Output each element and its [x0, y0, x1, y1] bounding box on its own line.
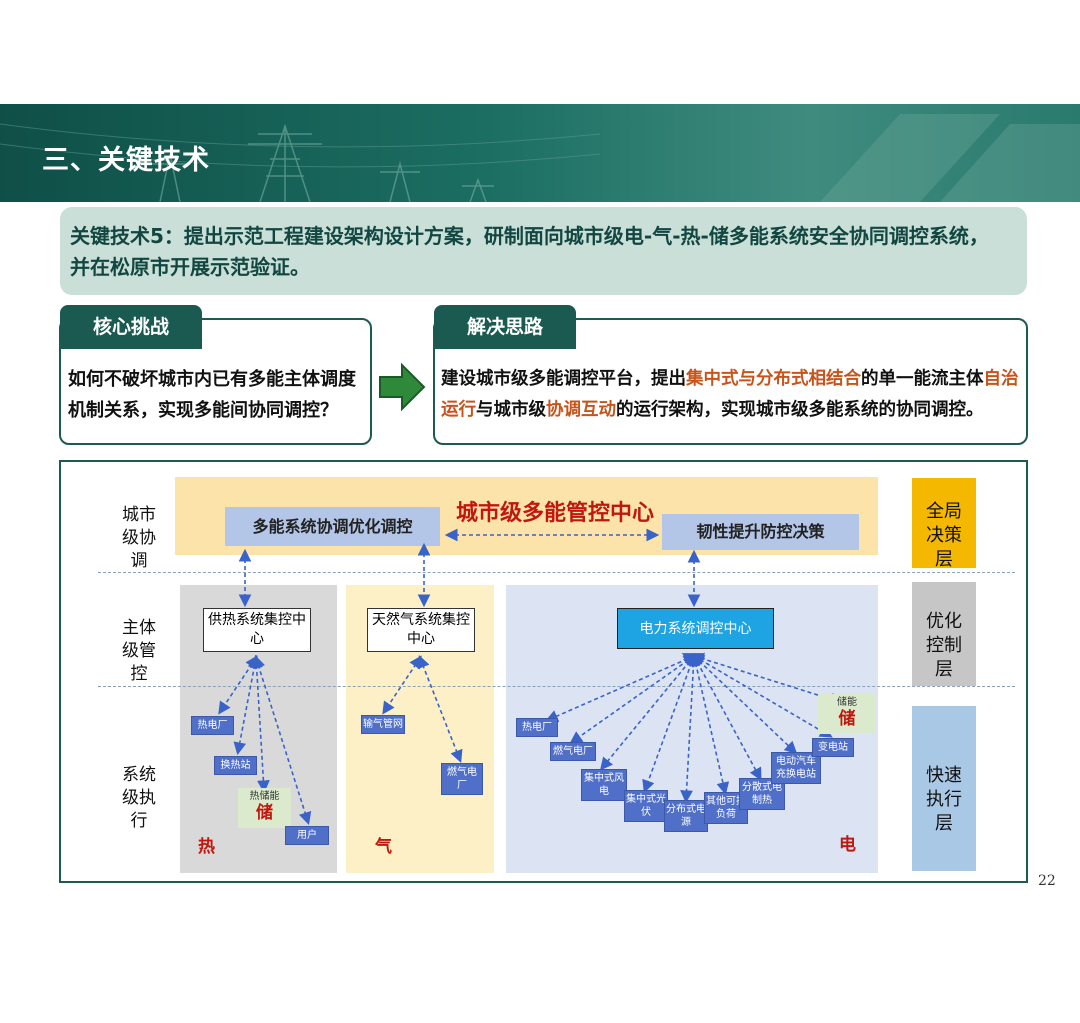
- row-label-city-text: 城市级协调: [122, 505, 156, 571]
- solution-highlight-2: 自治运行: [441, 369, 1019, 420]
- row-label-entity-text: 主体级管控: [122, 618, 156, 684]
- header-band: [0, 104, 1080, 202]
- green-arrow-icon: [379, 362, 426, 412]
- challenge-text: 如何不破坏城市内已有多能主体调度机制关系，实现多能间协同调控？: [68, 369, 356, 421]
- banner-line-1: 关键技术5：提出示范工程建设架构设计方案，研制面向城市级电-气-热-储多能系统安…: [70, 224, 989, 248]
- separator-1: [98, 572, 1015, 573]
- solution-text: 建设城市级多能调控平台，提出集中式与分布式相结合的单一能流主体自治运行与城市级协…: [441, 364, 1026, 426]
- power-control-center: 电力系统调控中心: [617, 608, 774, 649]
- power-node-wind: 集中式风电: [581, 769, 627, 801]
- heat-label: 热: [198, 837, 215, 857]
- layer-global-decision: 全局决策层: [912, 478, 976, 570]
- layer-optimization-control-text: 优化控制层: [926, 611, 962, 680]
- layer-global-decision-text: 全局决策层: [926, 501, 962, 570]
- power-node-gas-plant: 燃气电厂: [550, 742, 596, 761]
- heat-control-center: 供热系统集控中心: [203, 608, 311, 652]
- heat-node-exchange-station: 换热站: [214, 756, 257, 775]
- city-center-title: 城市级多能管控中心: [456, 501, 655, 526]
- heat-node-chp: 热电厂: [191, 716, 234, 735]
- power-node-pv: 集中式光伏: [624, 790, 668, 822]
- row-label-system-text: 系统级执行: [122, 765, 156, 831]
- page-number: 22: [1038, 873, 1056, 889]
- gas-label: 气: [375, 837, 392, 857]
- row-label-entity: 主体级管控: [100, 617, 178, 686]
- layer-optimization-control: 优化控制层: [912, 582, 976, 686]
- solution-tab: 解决思路: [434, 305, 576, 349]
- resilience-decision-box: 韧性提升防控决策: [662, 514, 859, 550]
- power-node-substation: 变电站: [812, 738, 854, 757]
- gas-node-pipeline: 输气管网: [361, 715, 405, 734]
- heat-storage-caption: 热储能: [249, 791, 280, 802]
- coordination-optimization-box: 多能系统协调优化调控: [225, 507, 440, 546]
- row-label-city: 城市级协调: [100, 504, 178, 573]
- power-storage: 储能 储: [818, 694, 876, 734]
- challenge-tab: 核心挑战: [60, 305, 202, 349]
- banner-line-2: 并在松原市开展示范验证。: [70, 255, 310, 279]
- solution-part-2: 的单一能流主体: [861, 369, 984, 389]
- layer-fast-execution-text: 快速执行层: [926, 765, 962, 834]
- key-tech-banner: 关键技术5：提出示范工程建设架构设计方案，研制面向城市级电-气-热-储多能系统安…: [60, 207, 1027, 295]
- gas-control-center: 天然气系统集控中心: [367, 608, 475, 652]
- power-node-distributed: 分布式电源: [664, 800, 708, 832]
- heat-node-user: 用户: [285, 826, 329, 845]
- heat-storage-char: 储: [256, 803, 273, 823]
- layer-fast-execution: 快速执行层: [912, 706, 976, 871]
- power-storage-caption: 储能: [837, 697, 857, 708]
- solution-highlight-3: 协调互动: [546, 400, 616, 420]
- header-decoration: [0, 114, 1080, 202]
- solution-part-4: 的运行架构，实现城市级多能系统的协同调控。: [616, 400, 984, 420]
- row-label-system: 系统级执行: [100, 764, 178, 833]
- power-storage-char: 储: [838, 709, 856, 729]
- power-node-ev-station: 电动汽车充换电站: [771, 752, 821, 784]
- solution-highlight-1: 集中式与分布式相结合: [686, 369, 861, 389]
- power-label: 电: [839, 835, 856, 855]
- power-node-chp: 热电厂: [516, 718, 558, 737]
- gas-node-gas-plant: 燃气电厂: [441, 763, 483, 795]
- solution-part-1: 建设城市级多能调控平台，提出: [441, 369, 686, 389]
- section-title: 三、关键技术: [42, 145, 210, 176]
- heat-storage: 热储能 储: [238, 788, 291, 828]
- solution-part-3: 与城市级: [476, 400, 546, 420]
